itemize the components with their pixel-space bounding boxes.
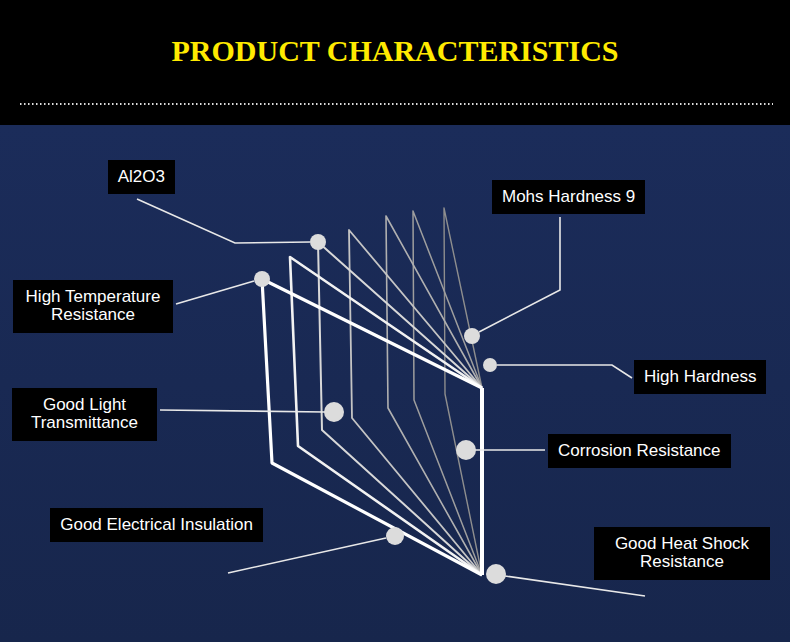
background [0,125,790,642]
callout-dots [254,234,506,584]
feature-label: Corrosion Resistance [548,434,731,468]
header-band [0,0,790,125]
feature-label: Al2O3 [108,160,175,194]
sheet-outline [349,230,482,575]
dotted-rule [20,103,773,105]
label-text: Corrosion Resistance [558,442,721,460]
feature-label: Good Light Transmittance [12,388,157,441]
label-text: High Hardness [644,368,756,386]
feature-label: Good Electrical Insulation [50,508,263,542]
feature-label: Good Heat Shock Resistance [594,527,770,580]
sapphire-sheets [262,208,482,575]
page-title: PRODUCT CHARACTERISTICS [0,34,790,68]
label-text: High Temperature Resistance [23,288,163,325]
sheet-outline [290,257,482,575]
label-text: Mohs Hardness 9 [502,188,635,206]
feature-label: Mohs Hardness 9 [492,180,645,214]
feature-label: High Temperature Resistance [13,280,173,333]
sheet-outline [386,216,482,575]
sheet-outline [262,279,482,575]
sheet-outline [444,208,482,575]
label-text: Al2O3 [118,168,165,186]
feature-label: High Hardness [634,360,766,394]
sheet-outline [413,211,482,575]
label-text: Good Electrical Insulation [60,516,253,534]
label-text: Good Heat Shock Resistance [604,535,760,572]
sheet-edge [480,388,484,575]
label-text: Good Light Transmittance [22,396,147,433]
